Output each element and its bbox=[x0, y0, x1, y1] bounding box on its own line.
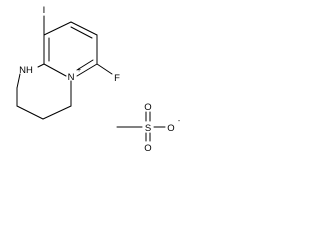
bond-nh-c2 bbox=[16, 73, 21, 89]
bond-c9-c8 bbox=[43, 21, 72, 36]
bond-c6-n-double bbox=[76, 59, 94, 71]
sulfur-atom-label: S bbox=[145, 123, 151, 134]
mesylate-anion-fragment: S O O O - bbox=[116, 102, 181, 154]
bond-c9a-nh bbox=[37, 63, 45, 68]
oxygen-top-atom-label: O bbox=[144, 102, 151, 113]
bond-c3-c4 bbox=[16, 105, 44, 120]
oxygen-negative-charge: - bbox=[178, 118, 181, 125]
bond-c6-n bbox=[76, 63, 98, 77]
chemical-structure-diagram: I NH N + F S O O O - bbox=[16, 5, 181, 154]
iodine-atom-label: I bbox=[43, 5, 46, 16]
bond-c8-c7-double bbox=[70, 26, 93, 39]
oxygen-right-atom-label: O bbox=[167, 123, 174, 134]
bond-c4-c5 bbox=[42, 105, 72, 120]
nitrogen-positive-charge: + bbox=[77, 67, 81, 74]
nh-atom-label: NH bbox=[19, 65, 33, 76]
cation-fragment: I NH N + F bbox=[16, 5, 120, 120]
nitrogen-atom-label: N bbox=[68, 72, 75, 83]
bond-n-c9a bbox=[43, 63, 67, 77]
bond-c6-f bbox=[96, 63, 113, 75]
oxygen-bottom-atom-label: O bbox=[144, 143, 151, 154]
fluorine-atom-label: F bbox=[114, 73, 120, 84]
bond-c8-c7 bbox=[70, 21, 98, 36]
